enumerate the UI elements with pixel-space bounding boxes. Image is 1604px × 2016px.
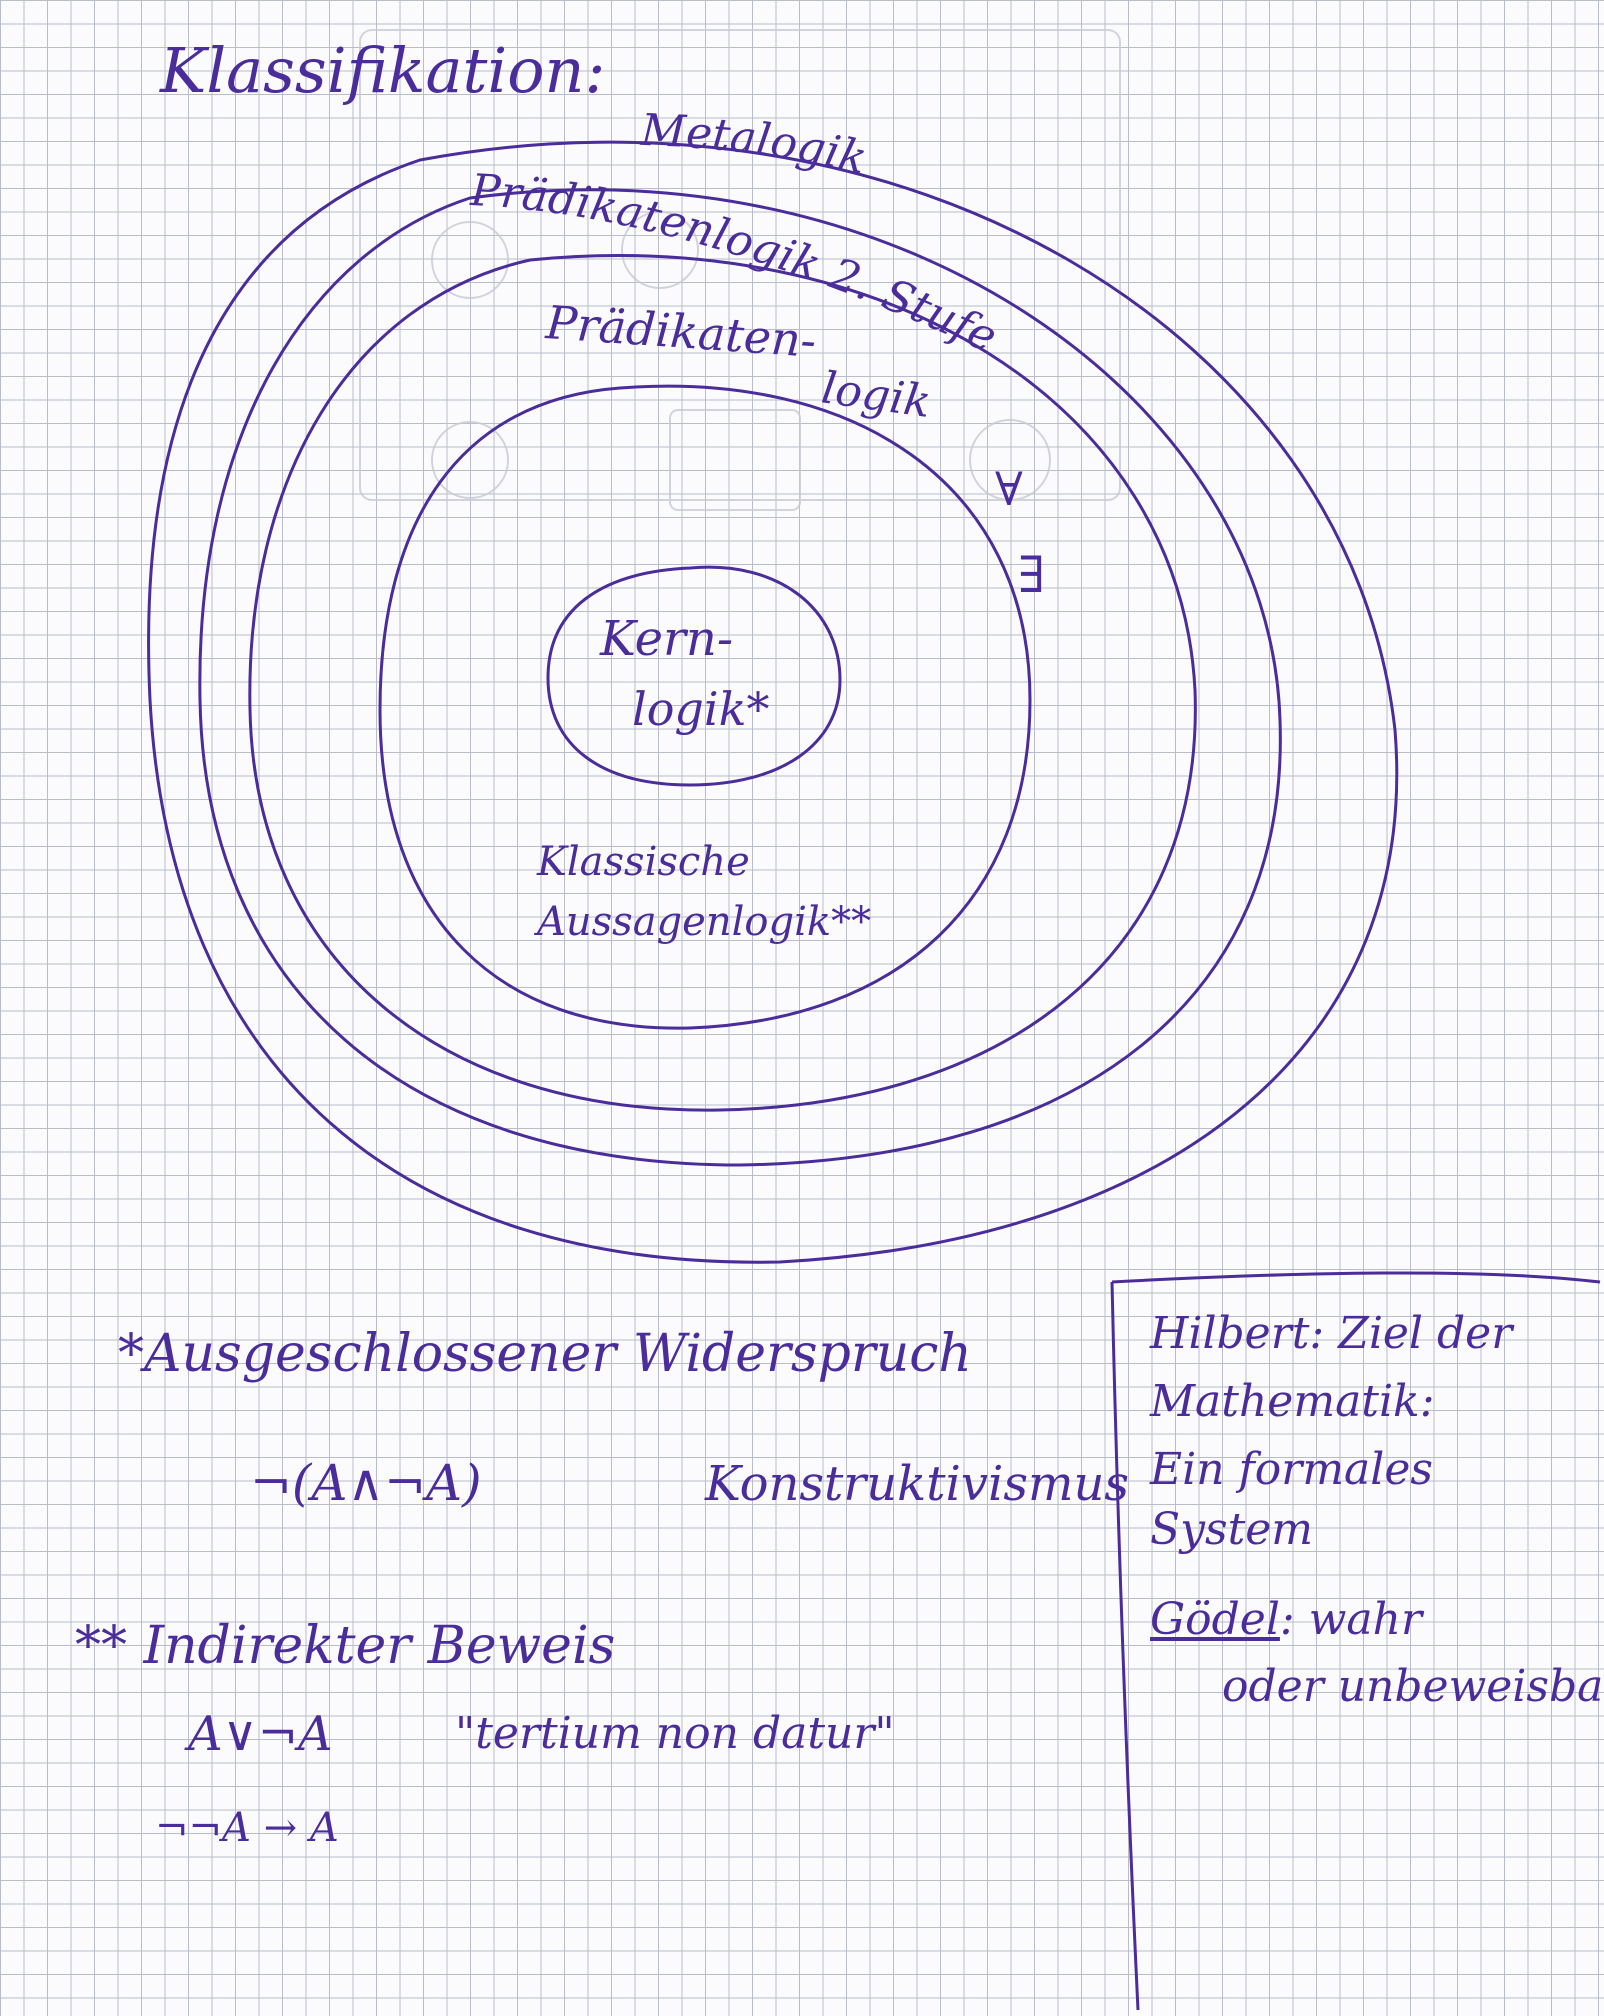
ring-kernlogik — [546, 565, 842, 787]
ring-klassische-aussagenlogik — [378, 384, 1032, 1030]
label-praedikaten: Prädikaten- — [543, 295, 818, 368]
side-note-line-4: System — [1150, 1504, 1314, 1555]
footnote-2-formula-2: ¬¬A → A — [155, 1805, 339, 1851]
ring-praedikatenlogik — [248, 254, 1197, 1112]
label-klassische: Klassische — [536, 839, 750, 885]
footnote-2-formula-1: A∨¬A — [188, 1706, 333, 1762]
footnote-1-label: *Ausgeschlossener Widerspruch — [118, 1324, 972, 1384]
label-aussagenlogik: Aussagenlogik** — [533, 899, 871, 945]
footnote-2-tertium-non-datur: "tertium non datur" — [455, 1708, 895, 1759]
ring-praedikatenlogik-2-stufe — [198, 188, 1282, 1167]
page-title: Klassifikation: — [160, 34, 606, 107]
footnote-2-label: ** Indirekter Beweis — [75, 1616, 616, 1676]
side-note-line-3: Ein formales — [1150, 1444, 1433, 1495]
side-note-line-1: Hilbert: Ziel der — [1150, 1308, 1513, 1359]
side-note-goedel: Gödel — [1150, 1594, 1280, 1645]
label-exists: ∃ — [1018, 546, 1045, 604]
label-kern-logik: logik* — [632, 682, 769, 736]
footnote-1-konstruktivismus: Konstruktivismus — [705, 1456, 1130, 1512]
ring-metalogik — [147, 140, 1399, 1264]
label-kern: Kern- — [599, 611, 733, 667]
pencil-sketch — [359, 29, 1121, 511]
label-metalogik: Metalogik — [639, 105, 872, 185]
footnote-1-formula: ¬(A∧¬A) — [250, 1454, 482, 1512]
side-note-frame — [1110, 1271, 1601, 2011]
label-logik: logik — [818, 362, 934, 428]
label-forall: ∀ — [995, 462, 1023, 516]
side-note-line-2: Mathematik: — [1150, 1376, 1435, 1427]
side-note-goedel-rest: : wahr — [1279, 1594, 1422, 1645]
side-note-goedel-line: Gödel: wahr — [1150, 1598, 1422, 1642]
side-note-line-6: oder unbeweisbar — [1222, 1661, 1604, 1712]
